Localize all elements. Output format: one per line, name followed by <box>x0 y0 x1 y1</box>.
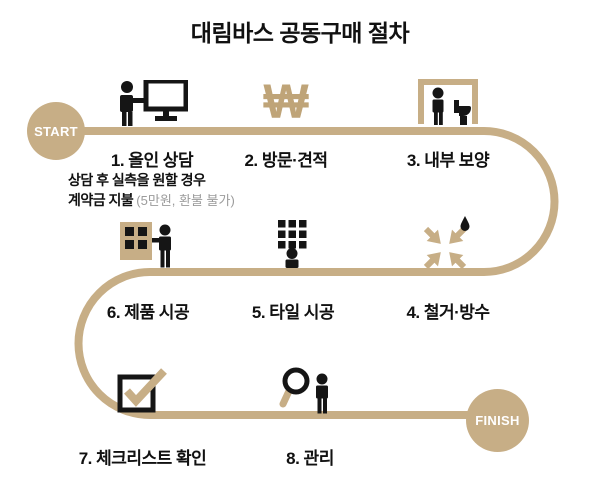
step-label: 3. 내부 보양 <box>406 151 490 170</box>
step-1-consultation: 1. 올인 상담 <box>92 80 212 171</box>
deposit-note-line1: 상담 후 실측을 원할 경우 <box>68 172 206 188</box>
step-label: 6. 제품 시공 <box>106 303 190 322</box>
won-glyph: ₩ <box>263 76 309 129</box>
step-2-visit-estimate: ₩ 2. 방문·견적 <box>226 76 346 171</box>
step-4-demolition-waterproofing: 4. 철거·방수 <box>388 216 508 323</box>
tile-construction-icon <box>265 220 321 268</box>
step-label: 1. 올인 상담 <box>110 151 194 170</box>
step-label: 8. 관리 <box>286 449 334 468</box>
start-badge-label: START <box>34 123 78 139</box>
deposit-note-line2: 계약금 지불(5만원, 환불 불가) <box>68 190 235 211</box>
step-8-management: 8. 관리 <box>250 367 370 469</box>
interior-protection-icon <box>418 79 478 126</box>
inspection-magnifier-icon <box>279 367 341 414</box>
step-label: 4. 철거·방수 <box>406 303 490 322</box>
won-currency-icon: ₩ <box>263 76 309 129</box>
page-title: 대림바스 공동구매 절차 <box>190 20 410 46</box>
step-label: 2. 방문·견적 <box>244 151 328 170</box>
demolition-waterproofing-icon <box>419 216 477 268</box>
step-label: 5. 타일 시공 <box>251 303 335 322</box>
step-6-product-construction: 6. 제품 시공 <box>88 222 208 323</box>
step-5-tile-construction: 5. 타일 시공 <box>233 220 353 323</box>
consultation-desk-icon <box>116 80 188 126</box>
finish-badge: FINISH <box>466 389 529 452</box>
step-7-checklist: 7. 체크리스트 확인 <box>70 368 215 469</box>
deposit-note-bold: 계약금 지불 <box>68 192 134 208</box>
finish-badge-label: FINISH <box>475 413 520 428</box>
step-3-interior-protection: 3. 내부 보양 <box>388 79 508 171</box>
deposit-note: 상담 후 실측을 원할 경우 계약금 지불(5만원, 환불 불가) <box>68 170 235 211</box>
start-badge: START <box>27 102 85 160</box>
deposit-note-gray: (5만원, 환불 불가) <box>136 193 235 208</box>
checklist-check-icon <box>117 368 169 414</box>
product-construction-icon <box>116 222 180 268</box>
step-label: 7. 체크리스트 확인 <box>78 449 207 468</box>
